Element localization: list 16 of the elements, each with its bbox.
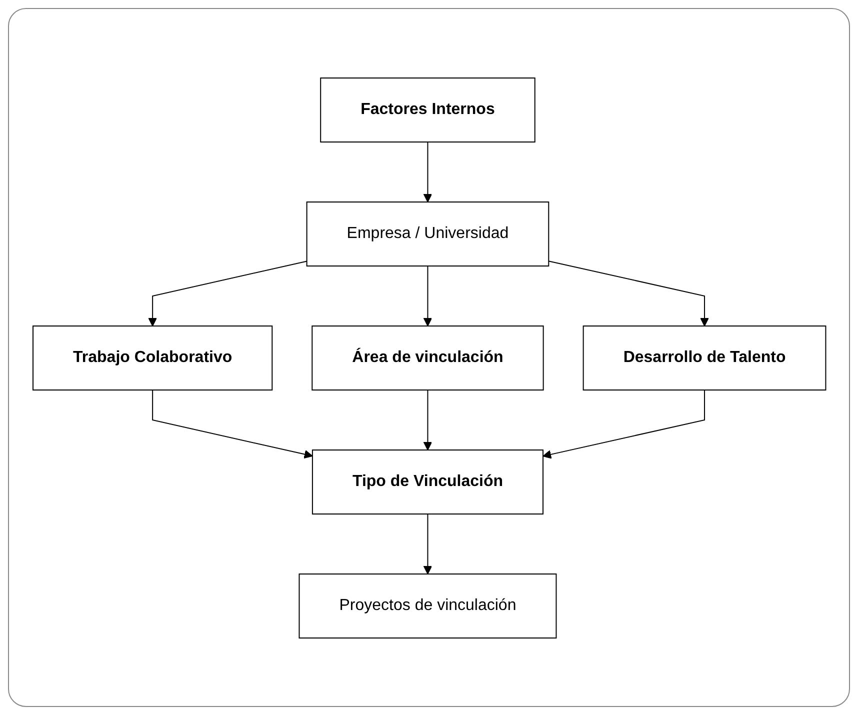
arrow [152,389,312,458]
arrow [422,513,432,574]
frame-border: Factores Internos Empresa / Universidad Trabajo Colaborativo Área de vinculación Desarrollo de Talento Tipo de Vinculación Proyectos de vinculación [8,8,850,707]
node-box [312,449,544,514]
node-box [320,77,535,142]
node-box [298,573,556,638]
arrow [148,260,307,326]
node-box [311,325,544,390]
arrow [548,260,709,326]
arrow [542,389,705,458]
node-box [582,325,826,390]
node-box [306,201,549,266]
arrow [422,389,432,450]
node-box [32,325,272,390]
arrow [422,265,432,326]
arrow [422,141,432,202]
